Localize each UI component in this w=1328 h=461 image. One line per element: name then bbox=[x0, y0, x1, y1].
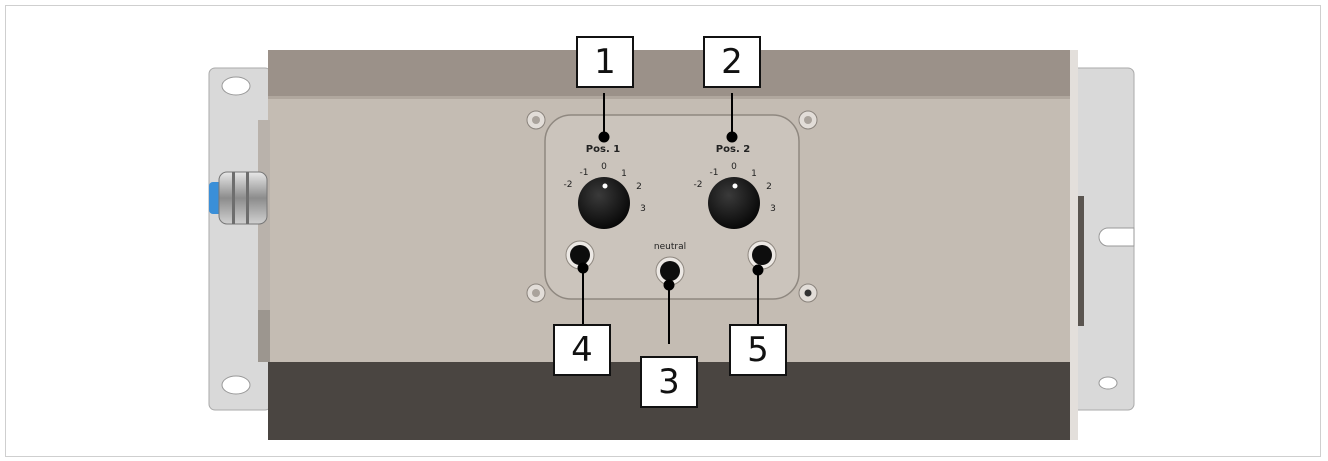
callout-1: 1 bbox=[576, 36, 634, 88]
left-side-fittings bbox=[209, 120, 270, 362]
dial2-scale: -2 -1 0 1 2 3 bbox=[694, 162, 776, 214]
right-mounting-bracket bbox=[1067, 67, 1135, 411]
push-in-fitting bbox=[218, 171, 268, 225]
scale-mark: 0 bbox=[601, 162, 607, 172]
scale-mark: -2 bbox=[694, 180, 703, 190]
callout-5: 5 bbox=[729, 324, 787, 376]
scale-mark: 1 bbox=[751, 169, 757, 179]
port-right bbox=[747, 240, 777, 270]
pos2-label: Pos. 2 bbox=[716, 144, 750, 155]
scale-mark: 2 bbox=[636, 182, 642, 192]
callout-4: 4 bbox=[553, 324, 611, 376]
scale-mark: 0 bbox=[731, 162, 737, 172]
scale-mark: 2 bbox=[766, 182, 772, 192]
scale-mark: 3 bbox=[770, 204, 776, 214]
scale-mark: -2 bbox=[564, 180, 573, 190]
control-panel bbox=[544, 114, 800, 300]
knob-indicator-dot bbox=[732, 183, 738, 189]
mounting-hole bbox=[221, 76, 251, 96]
mounting-hole bbox=[1098, 376, 1118, 390]
callout-2: 2 bbox=[703, 36, 761, 88]
callout-3: 3 bbox=[640, 356, 698, 408]
left-mounting-bracket bbox=[208, 67, 272, 411]
scale-mark: 1 bbox=[621, 169, 627, 179]
knob-indicator-dot bbox=[602, 183, 608, 189]
scale-mark: 3 bbox=[640, 204, 646, 214]
neutral-label: neutral bbox=[654, 242, 686, 252]
mounting-hole bbox=[221, 375, 251, 395]
port-neutral bbox=[655, 256, 685, 286]
dial1-scale: -2 -1 0 1 2 3 bbox=[564, 162, 646, 214]
scale-mark: -1 bbox=[580, 168, 589, 178]
pos1-knob[interactable] bbox=[578, 177, 630, 229]
pos1-label: Pos. 1 bbox=[586, 144, 620, 155]
panel-screws bbox=[526, 110, 818, 303]
pos2-knob[interactable] bbox=[708, 177, 760, 229]
leader-lines bbox=[577, 93, 764, 344]
scale-mark: -1 bbox=[710, 168, 719, 178]
